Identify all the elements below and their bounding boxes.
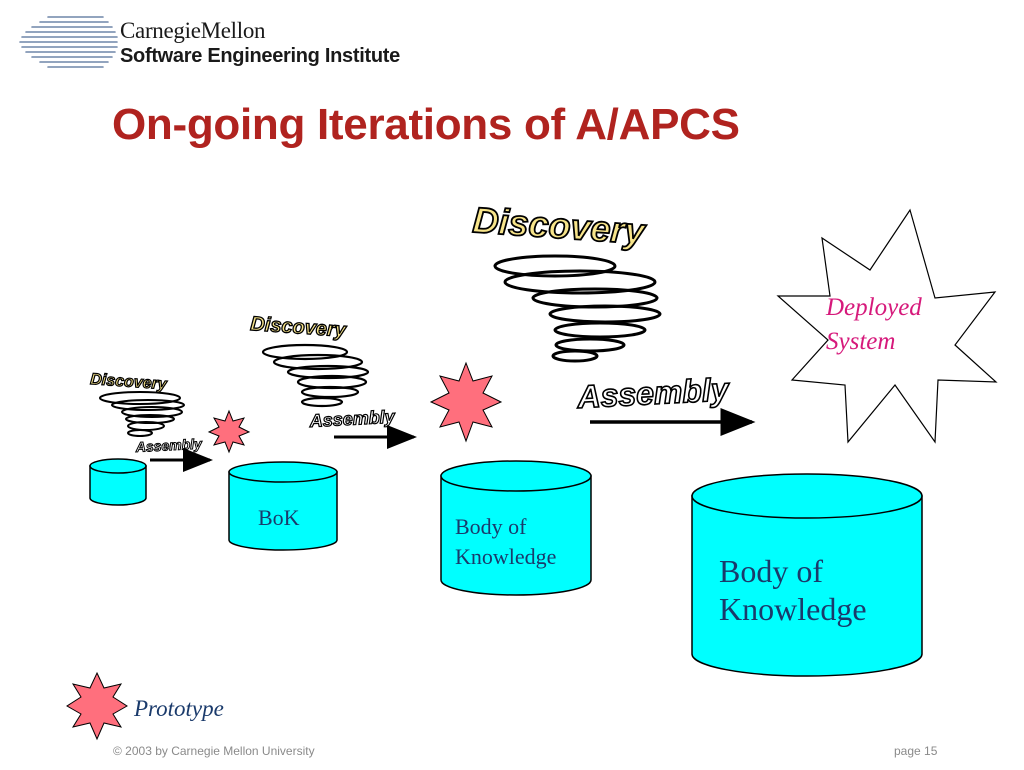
legend-prototype-label: Prototype xyxy=(134,696,224,721)
footer-page-number: page 15 xyxy=(894,744,938,758)
tornado-icon-medium xyxy=(261,343,370,408)
cylinder-label-line2: Knowledge xyxy=(455,544,557,569)
cylinder-label-body-of-knowledge-medium: Body of Knowledge xyxy=(455,512,615,572)
org-name: CarnegieMellon xyxy=(120,18,266,43)
assembly-label-2: Assembly xyxy=(308,407,396,432)
assembly-label-1: Assembly xyxy=(134,435,203,455)
discovery-label-3: Discovery xyxy=(471,199,648,252)
tornado-icon-large xyxy=(493,254,662,363)
deployed-line1: Deployed xyxy=(826,294,922,321)
institute-name: Software Engineering Institute xyxy=(120,45,400,67)
cylinder-body-of-knowledge-medium xyxy=(440,460,592,596)
prototype-star-icon-legend xyxy=(66,671,128,741)
discovery-label-1: Discovery xyxy=(90,371,169,393)
slide-title: On-going Iterations of A/APCS xyxy=(112,100,740,149)
cylinder-small xyxy=(89,458,147,506)
cylinder-label-bok: BoK xyxy=(258,505,300,530)
cylinder-bok xyxy=(228,461,338,551)
footer-copyright: © 2003 by Carnegie Mellon University xyxy=(113,744,315,758)
cylinder-body-of-knowledge-large xyxy=(691,473,923,677)
cylinder-label-line1: Body of xyxy=(719,553,823,589)
deployed-line2: System xyxy=(826,328,896,355)
assembly-label-3: Assembly xyxy=(575,371,731,415)
cylinder-label-line2: Knowledge xyxy=(719,591,867,627)
deployed-system-burst-icon xyxy=(776,208,998,444)
tornado-icon-small xyxy=(99,391,185,437)
cylinder-label-body-of-knowledge-large: Body of Knowledge xyxy=(719,552,939,628)
prototype-star-icon-small xyxy=(207,409,251,454)
discovery-label-2: Discovery xyxy=(250,313,348,342)
sei-logo-lines-icon xyxy=(19,16,118,68)
prototype-star-icon-large xyxy=(429,361,503,443)
deployed-system-label: Deployed System xyxy=(826,291,966,359)
cylinder-label-line1: Body of xyxy=(455,514,527,539)
